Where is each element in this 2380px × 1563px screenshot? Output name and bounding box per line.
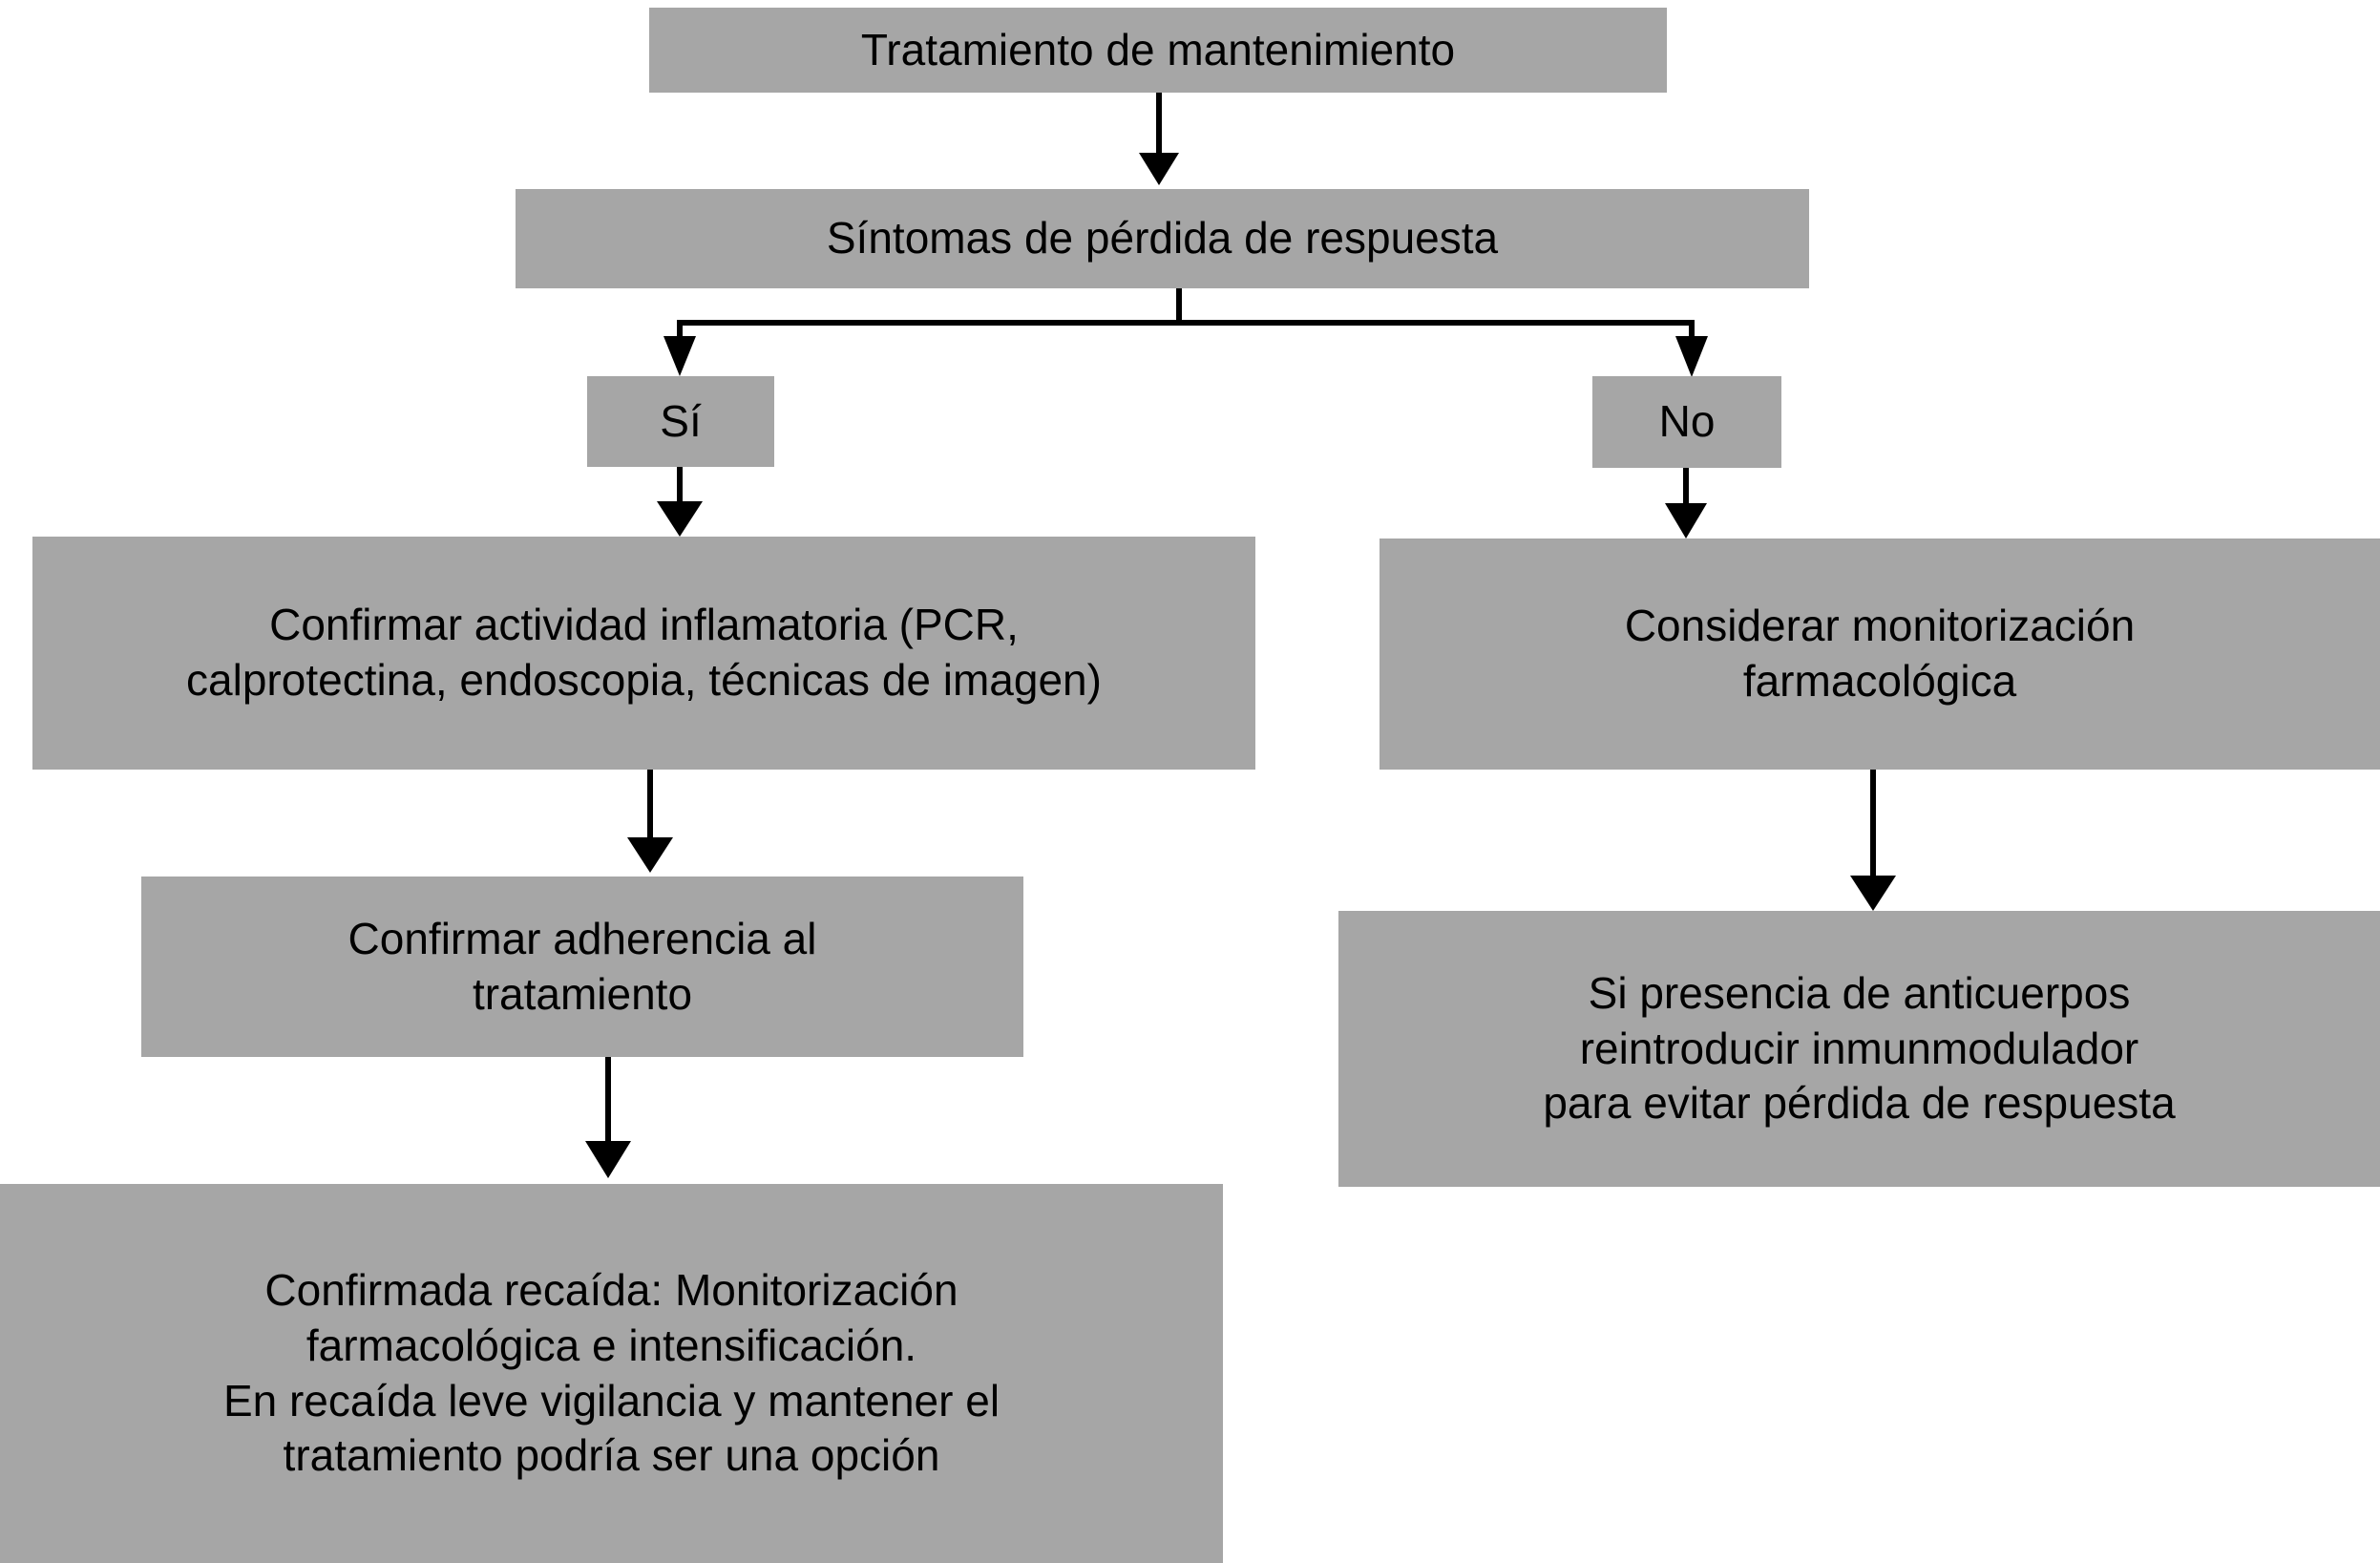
node-antibody-presence[interactable]: Si presencia de anticuerpos reintroducir… [1338,911,2380,1187]
node-confirm-inflammatory-activity[interactable]: Confirmar actividad inflamatoria (PCR, c… [32,537,1255,770]
edge-activity-to-adherence [627,770,673,873]
edge-adherence-to-relapse [585,1057,631,1178]
edge-yes-to-confirm-activity [657,467,703,537]
node-confirm-treatment-adherence[interactable]: Confirmar adherencia al tratamiento [141,877,1023,1057]
edge-monitoring-to-antibody [1850,770,1896,911]
node-branch-yes[interactable]: Sí [587,376,774,467]
edge-maintenance-to-symptoms [1139,93,1179,185]
edge-symptoms-to-branch-bar [663,288,1708,377]
node-confirmed-relapse[interactable]: Confirmada recaída: Monitorización farma… [0,1184,1223,1563]
node-branch-no[interactable]: No [1592,376,1781,468]
node-consider-drug-monitoring[interactable]: Considerar monitorización farmacológica [1380,539,2380,770]
edge-no-to-consider-monitoring [1665,468,1707,539]
node-loss-of-response-symptoms[interactable]: Síntomas de pérdida de respuesta [516,189,1809,288]
node-maintenance-treatment[interactable]: Tratamiento de mantenimiento [649,8,1667,93]
